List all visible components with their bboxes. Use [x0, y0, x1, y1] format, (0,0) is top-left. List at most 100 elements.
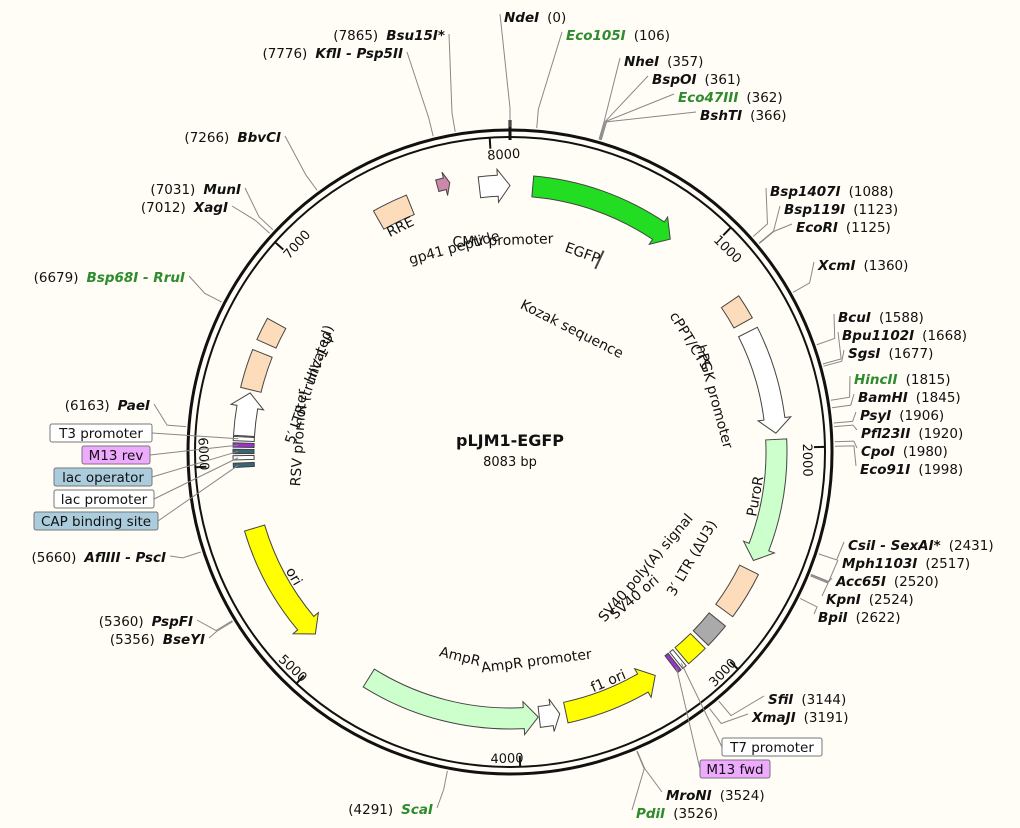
- site-enzyme: SfiI: [768, 692, 793, 708]
- site-leader: [759, 223, 793, 244]
- site-leader: [636, 750, 663, 793]
- site-leader: [810, 575, 829, 597]
- feature-rre: [372, 194, 415, 230]
- lac-promoter-label-box: [53, 489, 155, 509]
- site-enzyme: PaeI: [118, 398, 150, 414]
- backbone-outer: [186, 128, 834, 776]
- site-label: (7865)Bsu15I*: [333, 28, 445, 44]
- site-enzyme: NheI: [624, 54, 659, 70]
- site-position: (5360): [99, 614, 144, 630]
- site-leader: [831, 393, 855, 409]
- site-leader: [818, 541, 845, 561]
- site-enzyme: MroNI: [666, 788, 712, 804]
- box-leader: [157, 464, 239, 522]
- site-leader: [833, 411, 857, 424]
- site-label: SgsI(1677): [848, 346, 933, 362]
- site-position: (6679): [34, 270, 79, 286]
- site-position: (7012): [141, 200, 186, 216]
- feature-cap-binding-site: [232, 461, 255, 469]
- box-leader: [675, 667, 701, 770]
- site-enzyme: Eco47III: [678, 90, 738, 106]
- site-label: Acc65I(2520): [835, 574, 939, 590]
- site-position: (2520): [894, 574, 939, 590]
- site-position: (0): [547, 10, 566, 26]
- site-label: KpnI(2524): [826, 592, 914, 608]
- site-leader: [244, 187, 274, 231]
- site-position: (366): [750, 108, 786, 124]
- site-enzyme: CsiI - SexAI*: [848, 538, 941, 554]
- site-leader: [188, 275, 222, 303]
- site-enzyme: XmaJI: [751, 710, 796, 726]
- m13-fwd-label: M13 fwd: [706, 762, 763, 778]
- site-enzyme: SgsI: [848, 346, 880, 362]
- site-label: PdiI(3526): [636, 806, 718, 822]
- site-label: (7031)MunI: [150, 182, 241, 198]
- site-label: (5660)AflIII - PscI: [31, 550, 166, 566]
- site-label: CpoI (1980): [861, 444, 948, 460]
- tick-label: 8000: [487, 147, 521, 164]
- feature-lac-operator: [232, 448, 255, 455]
- site-label: Bpu1102I(1668): [842, 328, 967, 344]
- site-position: (1125): [846, 220, 891, 236]
- site-leader: [600, 111, 697, 141]
- site-leader: [822, 331, 842, 365]
- t3-promoter-label-box: [49, 423, 153, 443]
- site-label: BcuI(1588): [838, 310, 924, 326]
- site-leader: [406, 51, 434, 137]
- tick-mark: [488, 137, 492, 149]
- feature-rsv-promoter: [229, 392, 265, 438]
- site-label: XcmI(1360): [817, 258, 908, 274]
- feature-sv40-ori: [674, 632, 706, 665]
- feature-hpgk-promoter: [737, 326, 793, 434]
- site-enzyme: Mph1103I: [842, 556, 917, 572]
- t3-promoter-label: T3 promoter: [58, 426, 143, 442]
- restriction-sites: NdeI(0)Eco105I(106)NheI(357)BspOI(361)Ec…: [31, 10, 993, 822]
- feature-puror: [742, 438, 788, 562]
- site-label: XmaJI(3191): [751, 710, 849, 726]
- site-label: NdeI (0): [504, 10, 566, 26]
- site-position: (1123): [853, 202, 898, 218]
- plasmid-length: 8083 bp: [483, 455, 537, 470]
- site-label: (5360)PspFI: [99, 614, 193, 630]
- site-enzyme: BspOI: [652, 72, 697, 88]
- site-enzyme: CpoI: [861, 444, 895, 460]
- site-enzyme: XagI: [193, 200, 228, 216]
- label-kozak: Kozak sequence: [518, 297, 626, 362]
- site-label: Mph1103I (2517): [842, 556, 970, 572]
- feature-ori: [243, 524, 320, 635]
- tick-mark: [274, 241, 284, 251]
- feature-t3-promoter: [232, 435, 255, 443]
- feature-lac-promoter: [232, 454, 255, 461]
- site-enzyme: EcoRI: [796, 220, 838, 236]
- site-leader: [499, 13, 511, 127]
- site-leader: [196, 619, 233, 632]
- site-enzyme: BamHI: [858, 390, 908, 406]
- tick-label: 2000: [799, 443, 815, 476]
- site-leader: [718, 695, 765, 717]
- box-leader: [151, 450, 239, 478]
- plasmid-backbone: [186, 120, 834, 776]
- feature-ampr: [362, 668, 539, 736]
- plasmid-name: pLJM1-EGFP: [456, 431, 564, 450]
- site-label: BshTI(366): [700, 108, 786, 124]
- site-position: (2524): [869, 592, 914, 608]
- site-leader: [810, 574, 833, 583]
- site-leader: [799, 597, 818, 615]
- site-enzyme: Eco105I: [566, 28, 626, 44]
- site-enzyme: AflIII - PscI: [83, 550, 166, 566]
- site-enzyme: NdeI: [504, 10, 539, 26]
- label-ampr-promoter: AmpR promoter: [480, 647, 593, 677]
- site-position: (2431): [949, 538, 994, 554]
- site-position: (1980): [903, 444, 948, 460]
- site-leader: [284, 135, 318, 191]
- tick-mark: [195, 465, 207, 469]
- site-enzyme: Pfl23II: [861, 426, 910, 442]
- site-label: (4291)ScaI: [348, 802, 433, 818]
- site-enzyme: ScaI: [401, 802, 433, 818]
- tick-mark: [722, 226, 732, 237]
- site-position: (7865): [333, 28, 378, 44]
- site-enzyme: XcmI: [817, 258, 856, 274]
- m13-rev-label: M13 rev: [89, 448, 144, 464]
- site-position: (2517): [925, 556, 970, 572]
